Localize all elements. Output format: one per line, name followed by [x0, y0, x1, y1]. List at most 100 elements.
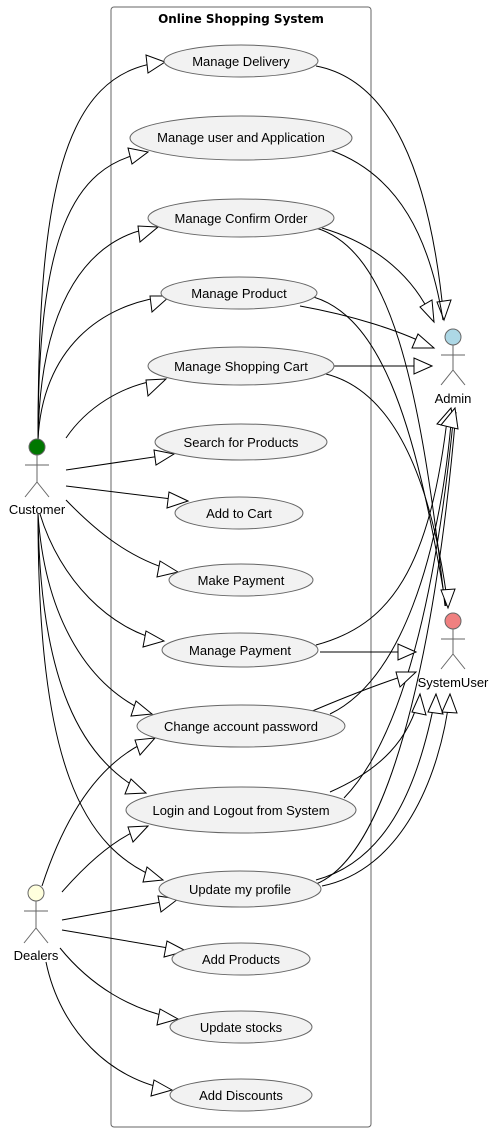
usecase-ellipse	[147, 198, 335, 238]
association-line	[329, 149, 444, 321]
usecase-manage-product[interactable]: Manage Product	[160, 276, 318, 310]
association-line	[325, 373, 449, 607]
association-line	[65, 485, 189, 502]
association-line	[37, 61, 166, 441]
systemuser-associations	[299, 227, 458, 887]
usecase-ellipse	[125, 786, 357, 834]
usecase-make-payment[interactable]: Make Payment	[168, 563, 314, 597]
association-line	[37, 513, 147, 794]
customer-associations	[37, 54, 190, 883]
arrowhead	[397, 643, 418, 661]
actor-dealers[interactable]: Dealers	[14, 884, 59, 963]
actor-leg-right	[35, 927, 49, 944]
actor-label: Customer	[9, 502, 66, 517]
association-line	[37, 513, 164, 881]
arrowhead	[127, 147, 150, 165]
usecase-update-my-profile[interactable]: Update my profile	[158, 870, 322, 908]
arrowhead	[441, 692, 458, 714]
association-line	[329, 411, 453, 715]
association-line	[37, 226, 159, 441]
usecase-label: Login and Logout from System	[152, 803, 329, 818]
arrowhead	[153, 449, 176, 466]
dealers-head	[27, 884, 45, 902]
usecase-label: Add to Cart	[206, 506, 272, 521]
actor-leg-left	[440, 369, 454, 386]
association-line	[321, 693, 451, 887]
usecase-label: Manage Product	[191, 286, 287, 301]
usecase-ellipse	[158, 870, 322, 908]
actor-customer[interactable]: Customer	[9, 438, 66, 517]
usecase-ellipse	[129, 115, 353, 161]
usecase-label: Manage Shopping Cart	[174, 359, 308, 374]
arrowhead	[395, 671, 418, 688]
usecase-label: Search for Products	[184, 435, 299, 450]
usecase-label: Make Payment	[198, 573, 285, 588]
usecase-label: Update stocks	[200, 1020, 283, 1035]
usecase-label: Manage Confirm Order	[175, 211, 309, 226]
customer-head	[28, 438, 46, 456]
usecase-manage-shopping-cart[interactable]: Manage Shopping Cart	[147, 346, 335, 386]
association-line	[321, 227, 433, 319]
association-line	[315, 411, 457, 885]
usecase-change-account-password[interactable]: Change account password	[136, 704, 346, 748]
association-line	[299, 293, 447, 607]
arrowhead	[166, 491, 190, 509]
association-line	[299, 305, 435, 349]
usecase-label: Manage Delivery	[192, 54, 290, 69]
usecase-ellipse	[147, 346, 335, 386]
actor-label: Dealers	[14, 948, 59, 963]
usecase-ellipse	[168, 563, 314, 597]
arrowhead	[156, 560, 180, 578]
association-line	[315, 227, 446, 607]
arrowhead	[127, 825, 150, 843]
usecase-label: Add Products	[202, 952, 281, 967]
actor-leg-right	[36, 481, 50, 498]
usecase-ellipse	[163, 44, 319, 78]
arrowhead	[145, 54, 167, 74]
usecase-label: Update my profile	[189, 882, 291, 897]
arrowhead	[436, 299, 452, 322]
actor-admin[interactable]: Admin	[435, 328, 472, 406]
actor-label: Admin	[435, 391, 472, 406]
arrowhead	[411, 333, 436, 349]
arrowhead	[440, 588, 456, 610]
usecase-ellipse	[169, 1010, 313, 1044]
usecase-ellipse	[154, 423, 328, 461]
arrowhead	[419, 299, 435, 324]
admin-associations	[299, 65, 459, 885]
arrowhead	[124, 778, 148, 795]
usecase-manage-payment[interactable]: Manage Payment	[161, 632, 319, 668]
usecase-login-and-logout[interactable]: Login and Logout from System	[125, 786, 357, 834]
association-line	[315, 693, 437, 881]
arrowhead	[411, 692, 427, 716]
usecase-add-products[interactable]: Add Products	[171, 942, 311, 976]
arrowhead	[150, 1079, 174, 1097]
arrowhead	[137, 225, 160, 243]
actor-label: SystemUser	[418, 675, 489, 690]
usecase-search-for-products[interactable]: Search for Products	[154, 423, 328, 461]
usecase-ellipse	[136, 704, 346, 748]
usecase-ellipse	[169, 1078, 313, 1112]
association-line	[37, 151, 149, 441]
usecase-update-stocks[interactable]: Update stocks	[169, 1010, 313, 1044]
actor-systemuser[interactable]: SystemUser	[418, 612, 489, 690]
usecase-manage-delivery[interactable]: Manage Delivery	[163, 44, 319, 78]
systemuser-head	[444, 612, 462, 630]
usecase-add-discounts[interactable]: Add Discounts	[169, 1078, 313, 1112]
usecase-manage-confirm-order[interactable]: Manage Confirm Order	[147, 198, 335, 238]
actor-leg-left	[440, 653, 454, 670]
association-line	[315, 65, 445, 321]
arrowhead	[440, 406, 459, 430]
system-boundary	[110, 6, 372, 1128]
usecase-add-to-cart[interactable]: Add to Cart	[174, 496, 304, 530]
usecase-manage-user-and-application[interactable]: Manage user and Application	[129, 115, 353, 161]
arrowhead	[413, 357, 434, 375]
arrowhead	[134, 737, 157, 756]
arrowhead	[156, 1008, 180, 1026]
dealers-associations	[41, 737, 188, 1097]
actor-leg-left	[23, 927, 37, 944]
usecase-label: Add Discounts	[199, 1088, 283, 1103]
arrowhead	[145, 378, 168, 398]
association-line	[329, 693, 421, 793]
